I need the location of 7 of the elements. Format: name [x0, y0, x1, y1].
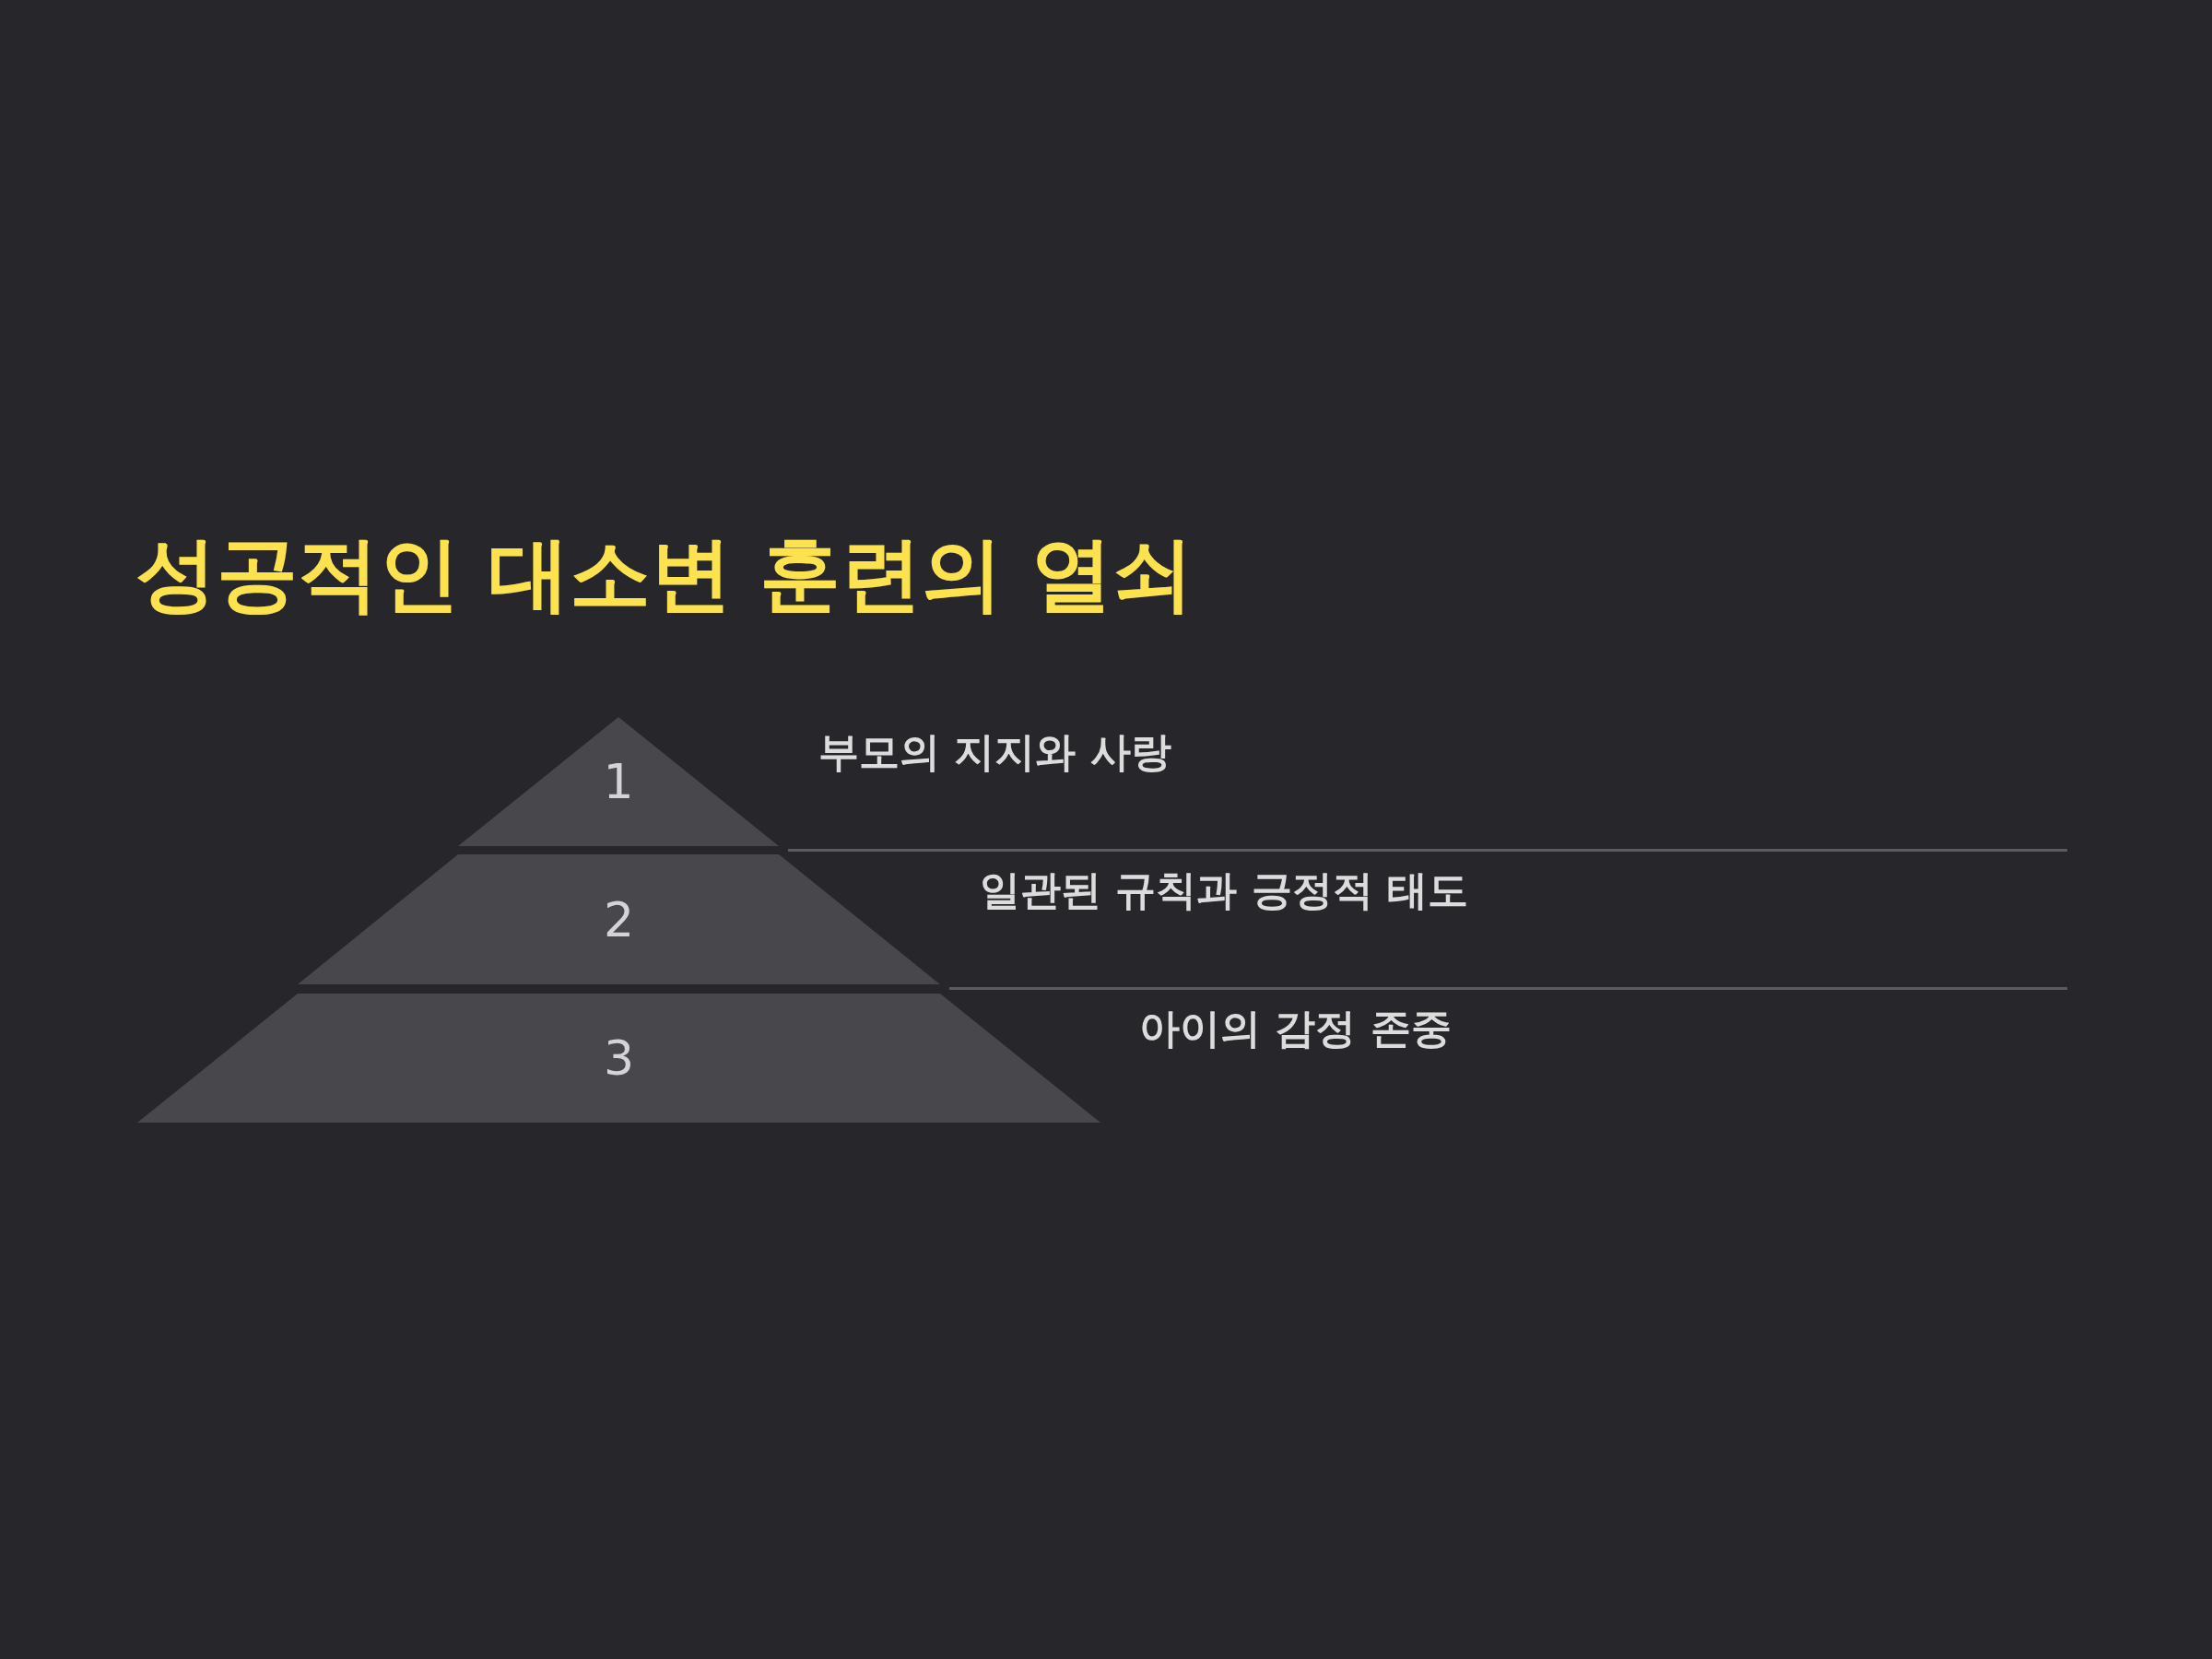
title: 성공적인 대소변 훈련의 열쇠: [135, 525, 1194, 623]
tier-description: 부모의 지지와 사랑: [818, 728, 1171, 777]
tier-number: 1: [603, 753, 634, 811]
tier-description: 아이의 감정 존중: [1139, 1005, 1452, 1053]
tier-number: 2: [603, 890, 635, 948]
tier-description: 일관된 규칙과 긍정적 태도: [980, 865, 1468, 915]
tier-number: 3: [603, 1030, 635, 1088]
